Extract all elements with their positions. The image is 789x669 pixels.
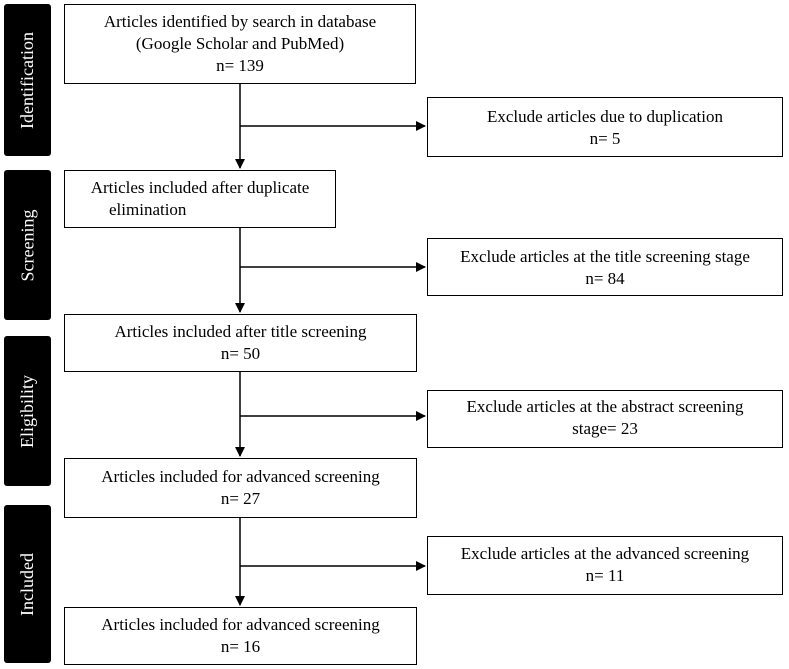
box-articles-identified: Articles identified by search in databas… — [64, 4, 416, 84]
stage-included: Included — [4, 505, 51, 663]
stage-screening: Screening — [4, 170, 51, 320]
box-after-title-screening: Articles included after title screening … — [64, 314, 417, 372]
stage-eligibility: Eligibility — [4, 336, 51, 486]
box-exclude-abstract-screening: Exclude articles at the abstract screeni… — [427, 390, 783, 448]
stage-identification: Identification — [4, 4, 51, 156]
box-exclude-advanced-screening: Exclude articles at the advanced screeni… — [427, 536, 783, 595]
box-final-included: Articles included for advanced screening… — [64, 607, 417, 665]
box-exclude-duplication: Exclude articles due to duplication n= 5 — [427, 97, 783, 157]
box-after-duplicate-elimination: Articles included after duplicate elimin… — [64, 170, 336, 228]
box-advanced-screening: Articles included for advanced screening… — [64, 458, 417, 518]
box-exclude-title-screening: Exclude articles at the title screening … — [427, 238, 783, 296]
